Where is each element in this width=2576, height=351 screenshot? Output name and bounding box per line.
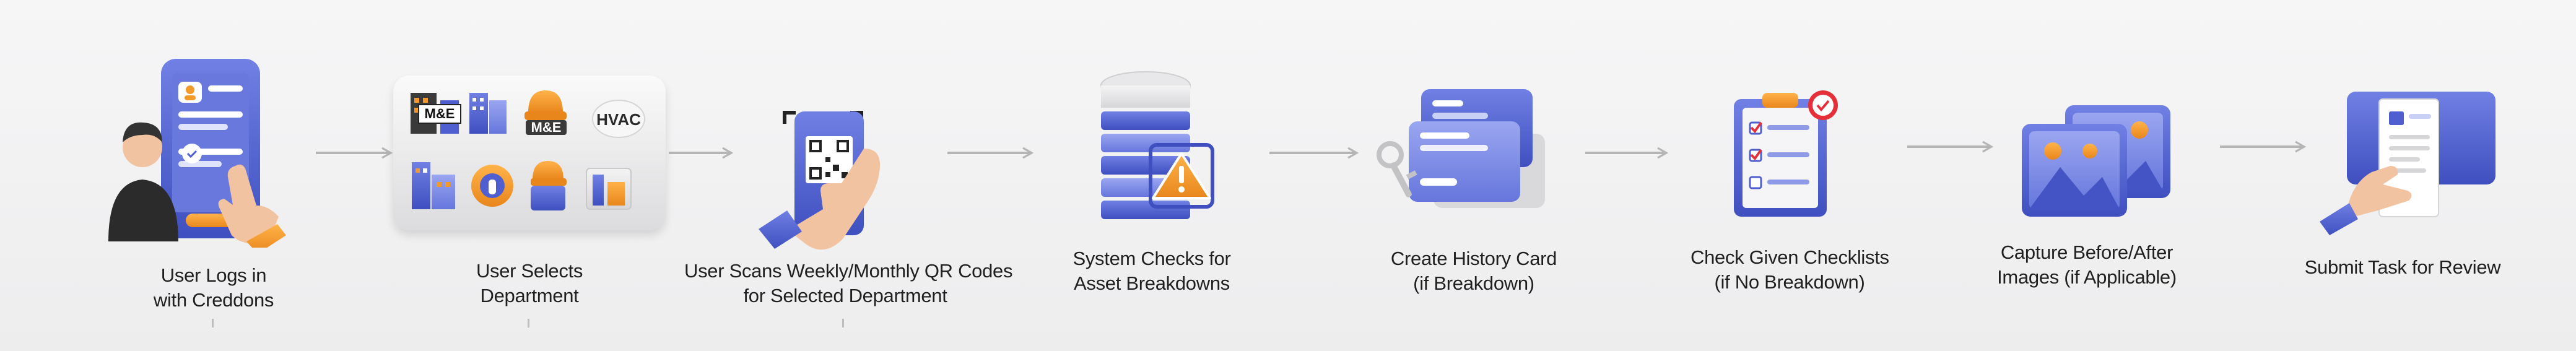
- step-login-caption: User Logs in with Creddons: [153, 264, 274, 311]
- clipboard-checklist-icon: [1734, 90, 1838, 217]
- server-warning-icon: [1100, 71, 1214, 219]
- step-system-check-caption: System Checks for Asset Breakdowns: [1073, 248, 1231, 294]
- hvac-label: HVAC: [596, 110, 641, 129]
- step-scan-caption: User Scans Weekly/Monthly QR Codes for S…: [684, 260, 1013, 306]
- mep-label-1: M&E: [418, 104, 461, 124]
- step-submit-caption: Submit Task for Review: [2304, 256, 2501, 278]
- flow-arrow: [1269, 147, 1359, 159]
- flow-arrow: [1585, 147, 1669, 159]
- flow-arrow: [2220, 141, 2307, 153]
- step-department-caption: User Selects Department: [476, 260, 583, 306]
- flow-arrow: [1907, 141, 1994, 153]
- department-grid: M&E M&E HVAC: [393, 76, 666, 230]
- before-after-images-icon: [2022, 105, 2170, 217]
- submit-document-icon: [2320, 92, 2496, 235]
- qr-phone-icon: [759, 111, 880, 250]
- step-history-card-caption: Create History Card (if Breakdown): [1390, 248, 1557, 294]
- flow-arrow: [316, 147, 393, 159]
- flow-arrow: [669, 147, 734, 159]
- step-images-caption: Capture Before/After Images (if Applicab…: [1997, 241, 2177, 288]
- tick-mark: [528, 319, 529, 327]
- mep-label-2: M&E: [531, 119, 562, 135]
- flow-arrow: [947, 147, 1034, 159]
- history-card-icon: [1377, 89, 1545, 208]
- step-checklist-caption: Check Given Checklists (if No Breakdown): [1690, 246, 1889, 293]
- tick-mark: [842, 319, 844, 327]
- login-phone-icon: [108, 59, 286, 248]
- building-icon: [411, 90, 645, 210]
- tick-mark: [212, 319, 214, 327]
